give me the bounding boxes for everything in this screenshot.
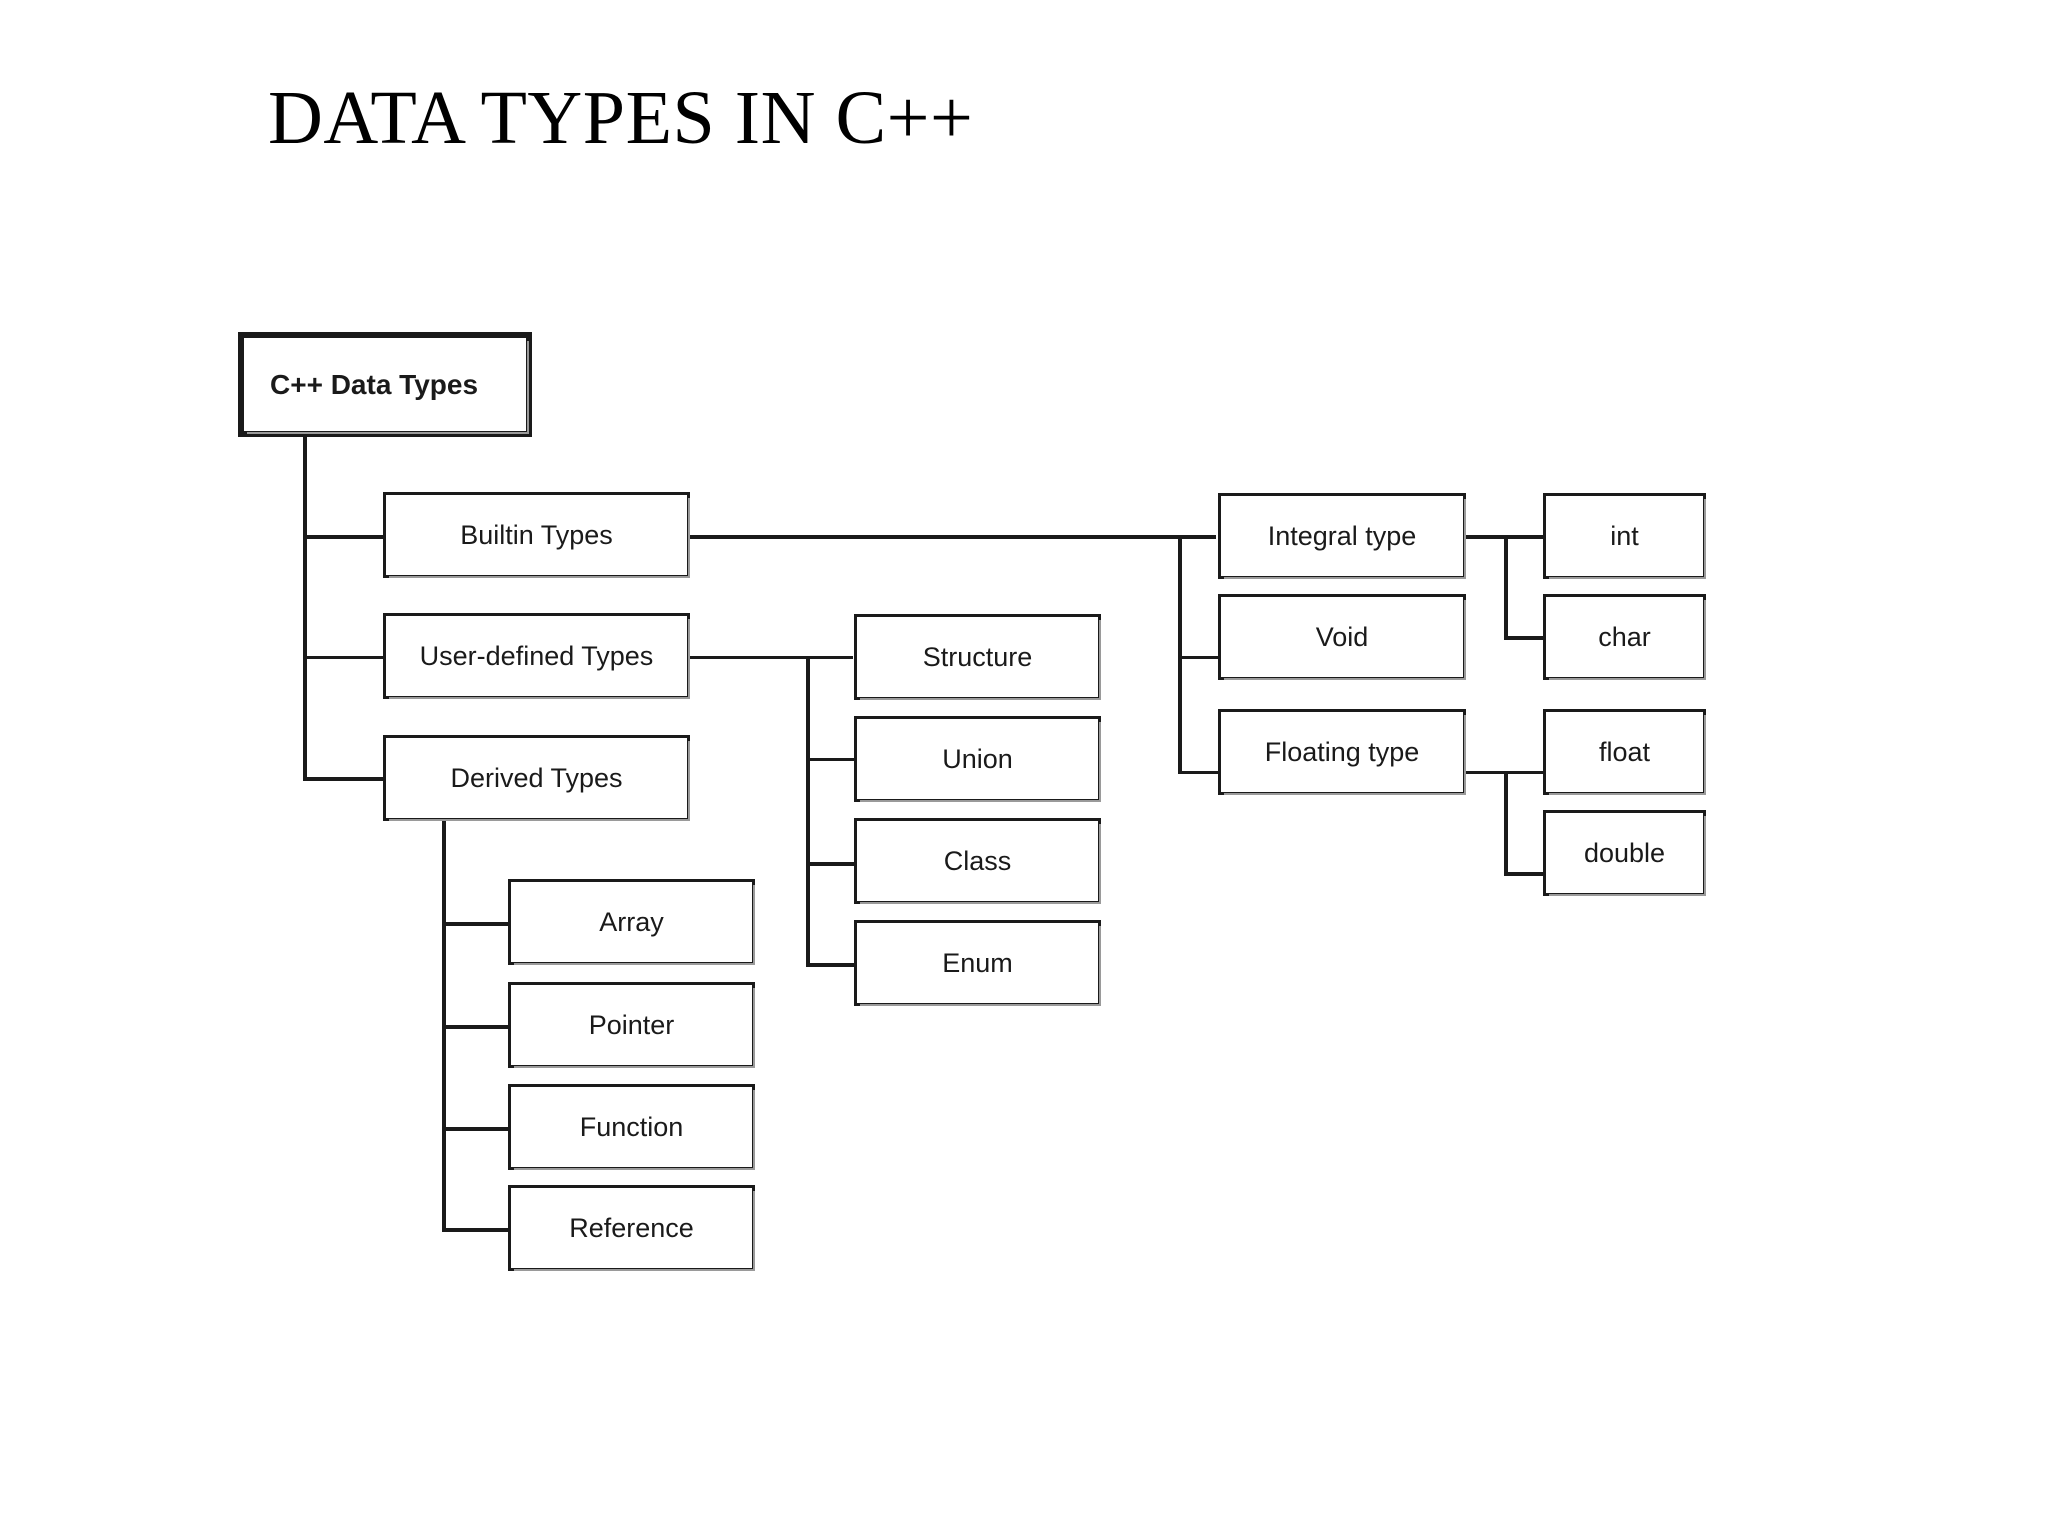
- node-structure[interactable]: Structure: [854, 614, 1101, 700]
- node-array[interactable]: Array: [508, 879, 755, 965]
- connector-derived-trunk: [442, 818, 446, 1230]
- node-enum[interactable]: Enum: [854, 920, 1101, 1006]
- node-int[interactable]: int: [1543, 493, 1706, 579]
- node-user-defined-types[interactable]: User-defined Types: [383, 613, 690, 699]
- connector-userdefined-to-enum: [806, 963, 854, 967]
- node-union[interactable]: Union: [854, 716, 1101, 802]
- node-char[interactable]: char: [1543, 594, 1706, 680]
- node-pointer[interactable]: Pointer: [508, 982, 755, 1068]
- connector-userdefined-stub: [688, 656, 853, 659]
- node-double[interactable]: double: [1543, 810, 1706, 896]
- connector-builtin-children-trunk: [1178, 535, 1182, 773]
- connector-derived-to-array: [442, 922, 508, 926]
- node-derived-types[interactable]: Derived Types: [383, 735, 690, 821]
- page-title: DATA TYPES IN C++: [268, 76, 974, 160]
- connector-builtin-to-children: [688, 535, 1216, 539]
- node-cpp-data-types[interactable]: C++ Data Types: [238, 332, 532, 437]
- connector-builtin-to-void: [1178, 656, 1218, 659]
- connector-derived-to-reference: [442, 1228, 508, 1232]
- connector-floating-to-double: [1504, 872, 1544, 876]
- node-floating-type[interactable]: Floating type: [1218, 709, 1466, 795]
- connector-root-to-derived: [303, 777, 383, 781]
- connector-root-to-userdefined: [303, 656, 383, 659]
- connector-userdefined-to-class: [806, 862, 854, 866]
- connector-root-trunk: [303, 437, 307, 780]
- node-function[interactable]: Function: [508, 1084, 755, 1170]
- connector-integral-stub: [1463, 535, 1543, 539]
- connector-derived-to-pointer: [442, 1025, 508, 1029]
- node-integral-type[interactable]: Integral type: [1218, 493, 1466, 579]
- node-builtin-types[interactable]: Builtin Types: [383, 492, 690, 578]
- connector-builtin-to-floating: [1178, 771, 1218, 774]
- node-reference[interactable]: Reference: [508, 1185, 755, 1271]
- connector-root-to-builtin: [303, 535, 383, 539]
- node-float[interactable]: float: [1543, 709, 1706, 795]
- connector-floating-stub: [1463, 771, 1543, 774]
- connector-integral-trunk: [1504, 535, 1508, 640]
- connector-floating-trunk: [1504, 771, 1508, 876]
- connector-derived-to-function: [442, 1127, 508, 1131]
- connector-integral-to-char: [1504, 636, 1544, 640]
- node-class[interactable]: Class: [854, 818, 1101, 904]
- connector-userdefined-trunk: [806, 656, 810, 967]
- connector-userdefined-to-union: [806, 758, 854, 761]
- node-void[interactable]: Void: [1218, 594, 1466, 680]
